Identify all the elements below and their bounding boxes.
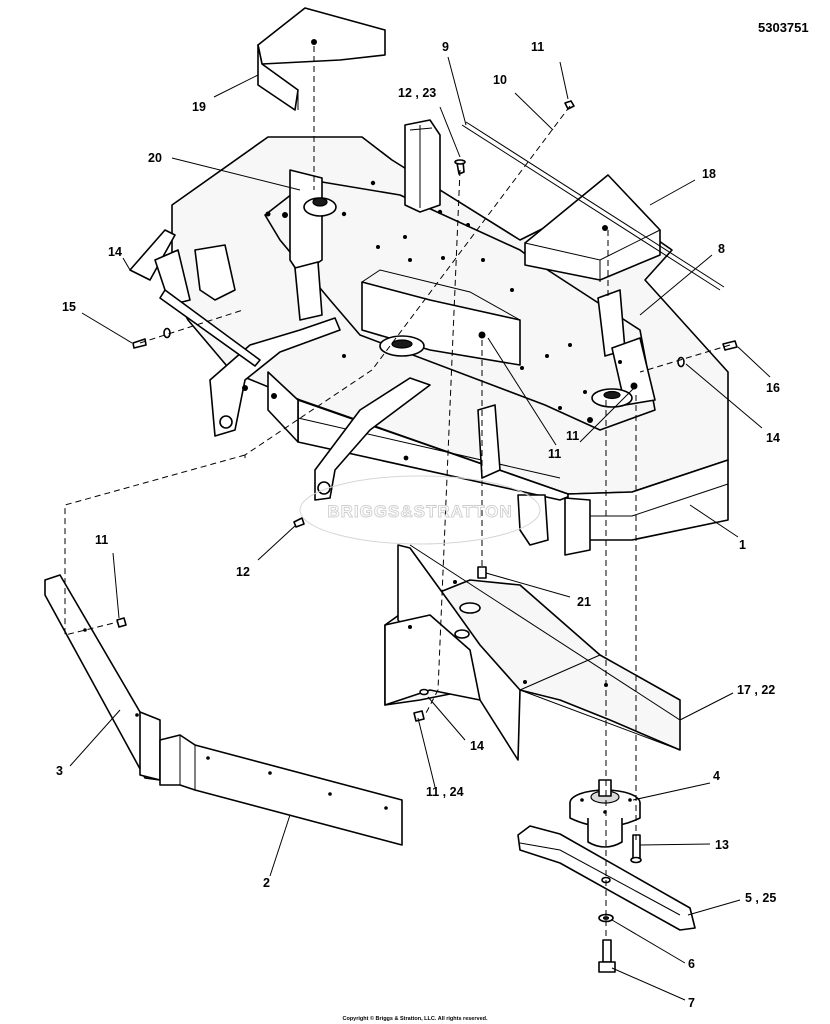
copyright-notice: Copyright © Briggs & Stratton, LLC. All … <box>342 1015 488 1022</box>
callout-11-center: 11 <box>548 447 561 461</box>
bolt-7 <box>598 939 616 973</box>
trim-plate-2 <box>159 734 403 846</box>
callout-10: 10 <box>493 73 507 87</box>
callout-4: 4 <box>713 769 720 783</box>
callout-14-left: 14 <box>108 245 122 259</box>
callout-20: 20 <box>148 151 162 165</box>
callout-13: 13 <box>715 838 729 852</box>
callout-21: 21 <box>577 595 591 609</box>
hardware <box>116 100 738 722</box>
watermark: BRIGGS&STRATTON <box>299 475 541 545</box>
callout-9: 9 <box>442 40 449 54</box>
callout-12-23: 12 , 23 <box>398 86 436 100</box>
callout-11-right: 11 <box>566 429 579 443</box>
callout-11-24: 11 , 24 <box>426 785 464 799</box>
bolt-13 <box>630 834 642 864</box>
belt-cover-19 <box>257 7 386 111</box>
callout-14-lower: 14 <box>470 739 484 753</box>
callout-5-25: 5 , 25 <box>745 891 776 905</box>
callout-17-22: 17 , 22 <box>737 683 775 697</box>
blade-5 <box>517 825 696 931</box>
callout-1: 1 <box>739 538 746 552</box>
spindle-4 <box>569 779 641 848</box>
assembly-lines <box>64 46 731 940</box>
callout-16: 16 <box>766 381 780 395</box>
callout-labels: 19 20 12 , 23 9 10 11 18 8 14 15 16 14 1… <box>56 40 780 1010</box>
callout-15: 15 <box>62 300 76 314</box>
callout-6: 6 <box>688 957 695 971</box>
rod-9 <box>461 121 725 291</box>
callout-12: 12 <box>236 565 250 579</box>
baffle-17 <box>384 544 681 761</box>
callout-14-right: 14 <box>766 431 780 445</box>
deck-fastener-holes <box>242 180 638 461</box>
callout-11-top: 11 <box>531 40 544 54</box>
leader-lines <box>69 56 771 1001</box>
document-number: 5303751 <box>758 20 809 35</box>
callout-11-left: 11 <box>95 533 108 547</box>
callout-7: 7 <box>688 996 695 1010</box>
callout-8: 8 <box>718 242 725 256</box>
callout-19: 19 <box>192 100 206 114</box>
callout-18: 18 <box>702 167 716 181</box>
deflector-3 <box>44 574 161 781</box>
callout-2: 2 <box>263 876 270 890</box>
callout-3: 3 <box>56 764 63 778</box>
mower-deck <box>129 119 729 556</box>
belt-cover-18 <box>524 174 661 282</box>
watermark-text: BRIGGS&STRATTON <box>327 502 512 521</box>
